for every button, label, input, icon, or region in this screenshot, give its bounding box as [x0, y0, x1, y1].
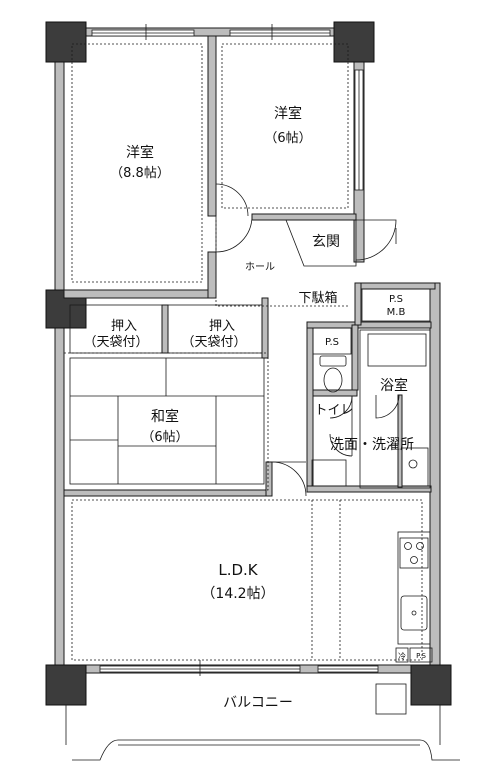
- structural-columns: [45, 21, 452, 706]
- bath-label: 浴室: [380, 377, 408, 394]
- entrance-label: 玄関: [312, 233, 340, 250]
- ps-small-label: P.S: [325, 337, 339, 348]
- fridge-label: 冷: [398, 651, 406, 661]
- toilet-label: トイレ: [314, 403, 353, 418]
- closet-left-sub: （天袋付）: [83, 335, 148, 350]
- interior-walls: [63, 35, 432, 497]
- closet-right-sub: （天袋付）: [181, 335, 246, 350]
- kitchen-ps-label: P.S: [416, 652, 426, 660]
- ps-mb-line2: M.B: [387, 307, 406, 318]
- ldk-name: L.D.K: [218, 561, 258, 579]
- western-small-name: 洋室: [274, 105, 302, 122]
- doors: [215, 183, 400, 497]
- windows: [91, 24, 379, 676]
- western-large-name: 洋室: [126, 144, 154, 161]
- room-labels: 洋室 （8.8帖） 洋室 （6帖） ホール 玄関 下駄箱 P.S M.B P.S…: [83, 105, 426, 711]
- room-lines: [63, 43, 460, 761]
- balcony-label: バルコニー: [223, 695, 293, 711]
- ps-mb-line1: P.S: [389, 294, 403, 305]
- washroom-label: 洗面・洗濯所: [330, 437, 414, 453]
- japanese-room-size: （6帖）: [141, 430, 188, 445]
- closet-left-name: 押入: [111, 319, 137, 334]
- closet-right-name: 押入: [209, 319, 235, 334]
- western-small-size: （6帖）: [264, 131, 311, 146]
- hall-label: ホール: [245, 261, 275, 273]
- shoe-box-label: 下駄箱: [298, 290, 337, 306]
- western-large-size: （8.8帖）: [110, 166, 170, 181]
- japanese-room-name: 和室: [151, 408, 179, 425]
- ldk-size: （14.2帖）: [201, 586, 274, 602]
